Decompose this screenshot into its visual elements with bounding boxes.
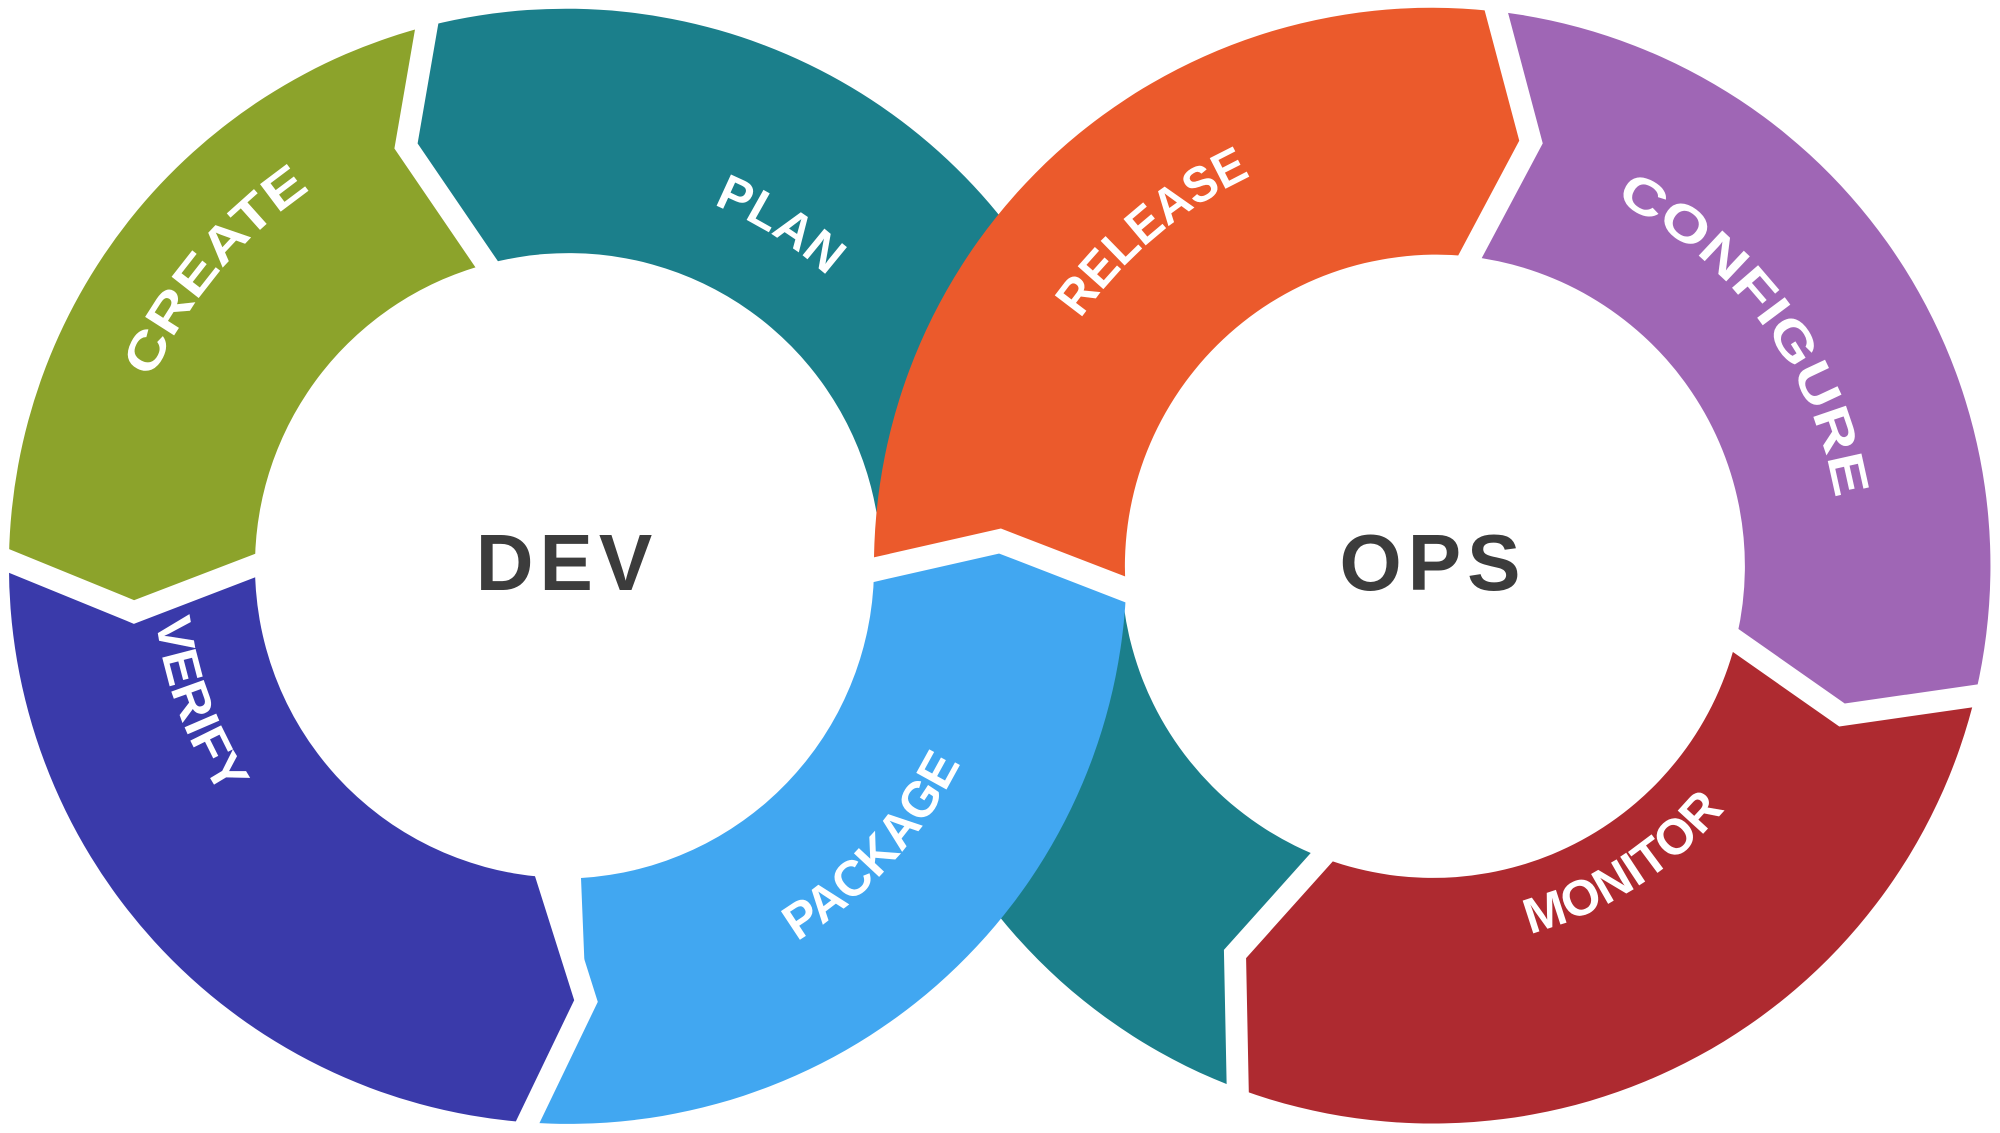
divider-create-verify [0, 545, 271, 624]
dev-loop-title: DEV [476, 518, 659, 607]
segment-verify [8, 556, 586, 1122]
segment-release [873, 7, 1531, 594]
divider-verify-package [512, 861, 598, 1133]
segment-create [9, 25, 491, 612]
divider-plan-create [394, 11, 504, 282]
divider-monitor-plan [1223, 840, 1339, 1103]
divider-release-configure [1454, 0, 1543, 274]
divider-configure-monitor [1718, 623, 1990, 727]
segment-package [523, 541, 1126, 1124]
divider-package-release [865, 528, 1137, 604]
segment-configure [1466, 11, 1991, 715]
ops-loop-title: OPS [1340, 518, 1527, 607]
segment-monitor [1235, 636, 1976, 1124]
